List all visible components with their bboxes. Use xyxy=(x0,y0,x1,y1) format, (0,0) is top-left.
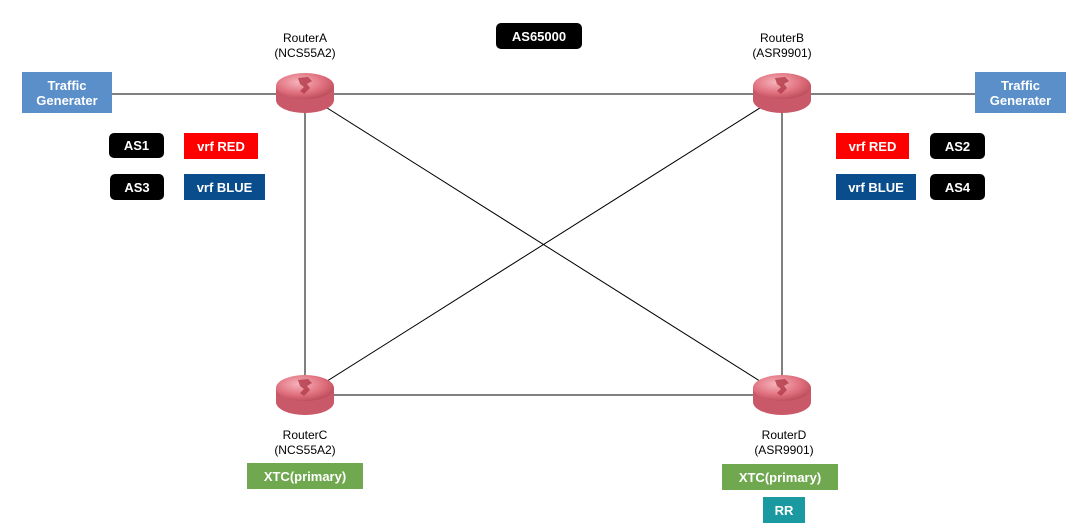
router-c-name: RouterC xyxy=(282,428,328,442)
router-a-label: RouterA (NCS55A2) xyxy=(245,31,365,61)
traffic-generator-left: Traffic Generater xyxy=(22,72,112,113)
vrf-blue-badge-right: vrf BLUE xyxy=(836,174,916,200)
router-b-icon xyxy=(751,68,813,118)
vrf-red-badge-left: vrf RED xyxy=(184,133,258,159)
rr-badge: RR xyxy=(763,497,805,523)
traffic-right-line1: Traffic xyxy=(1000,77,1040,93)
xtc-primary-badge-d: XTC(primary) xyxy=(722,464,838,490)
router-a-icon xyxy=(274,68,336,118)
router-d-label: RouterD (ASR9901) xyxy=(724,428,844,458)
traffic-right-line2: Generater xyxy=(989,92,1052,108)
traffic-left-line2: Generater xyxy=(36,92,98,108)
router-a-name: RouterA xyxy=(282,31,328,45)
router-b-label: RouterB (ASR9901) xyxy=(722,31,842,61)
traffic-left-line1: Traffic xyxy=(47,77,87,93)
router-b-model: (ASR9901) xyxy=(752,46,812,60)
router-d-icon xyxy=(751,370,813,420)
xtc-primary-badge-c: XTC(primary) xyxy=(247,463,363,489)
as1-badge: AS1 xyxy=(109,133,164,158)
link-routerb-routerc xyxy=(304,93,783,396)
vrf-blue-badge-left: vrf BLUE xyxy=(184,174,265,200)
router-c-label: RouterC (NCS55A2) xyxy=(245,428,365,458)
router-c-model: (NCS55A2) xyxy=(274,443,336,457)
as2-badge: AS2 xyxy=(930,133,985,159)
traffic-generator-right: Traffic Generater xyxy=(975,72,1066,113)
router-a-model: (NCS55A2) xyxy=(274,46,336,60)
as65000-badge: AS65000 xyxy=(496,23,582,49)
router-b-name: RouterB xyxy=(759,31,805,45)
router-d-name: RouterD xyxy=(761,428,807,442)
router-c-icon xyxy=(274,370,336,420)
vrf-red-badge-right: vrf RED xyxy=(836,133,909,159)
as4-badge: AS4 xyxy=(930,174,985,200)
as3-badge: AS3 xyxy=(110,174,164,200)
router-d-model: (ASR9901) xyxy=(754,443,814,457)
